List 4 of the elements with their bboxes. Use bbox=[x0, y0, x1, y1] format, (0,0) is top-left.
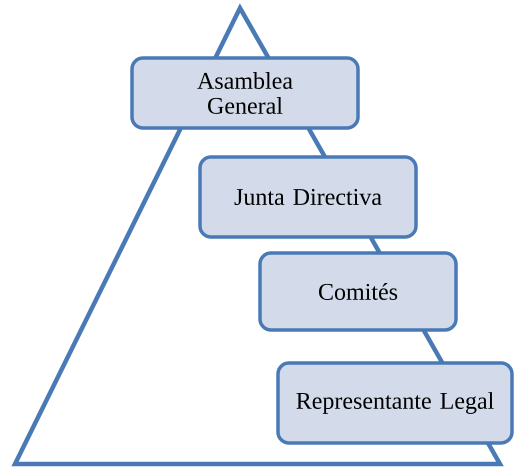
level-box: Representante Legal bbox=[276, 361, 514, 445]
level-box: Junta Directiva bbox=[198, 155, 418, 239]
level-box: Comités bbox=[258, 251, 458, 332]
level-box: Asamblea General bbox=[130, 56, 360, 130]
